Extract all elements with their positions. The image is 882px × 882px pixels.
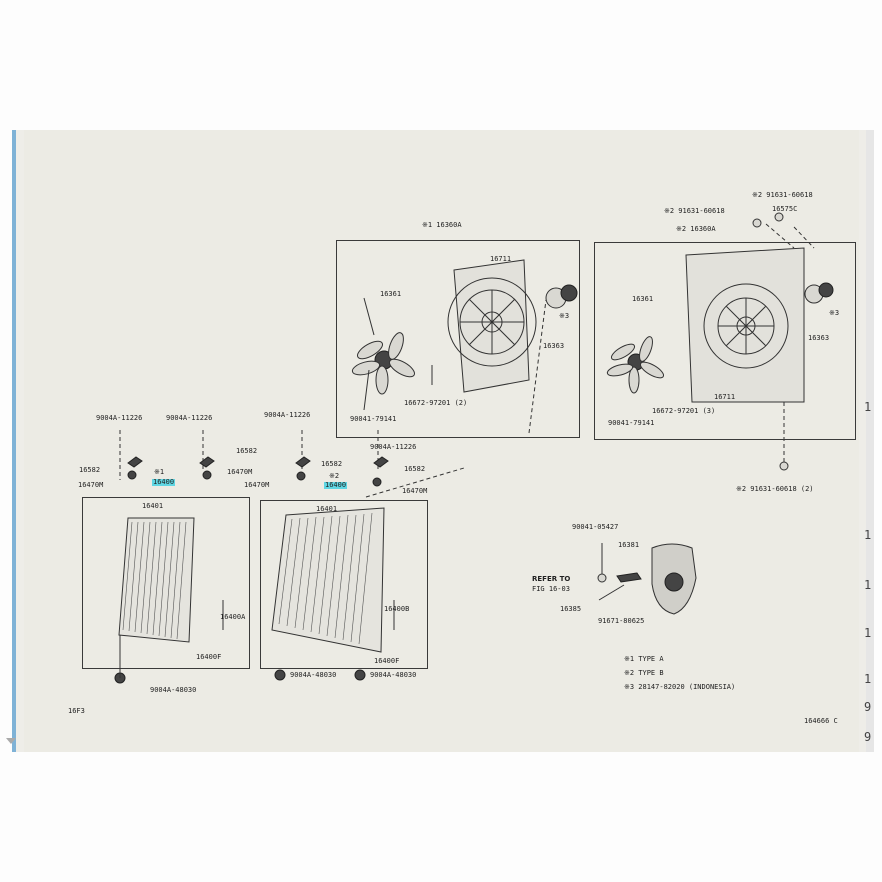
- rad-b-cock-label: 16400F: [374, 657, 400, 665]
- edge-char: 1: [864, 672, 872, 686]
- refer-fig-label: FIG 16-03: [532, 585, 570, 593]
- radiator-a-drawing: [114, 430, 224, 684]
- rad-a-cushion2-label: 16470M: [227, 468, 253, 476]
- fan-a-motor-label: 16363: [543, 342, 565, 350]
- edge-char: 1: [864, 528, 872, 542]
- radiator-b-drawing: [271, 430, 395, 681]
- page-code: 16F3: [68, 707, 85, 715]
- edge-char: 9: [864, 730, 872, 744]
- legend-motor-note: ※3 28147-82020 (INDONESIA): [624, 683, 736, 691]
- collapse-arrow-icon[interactable]: [6, 738, 16, 744]
- fan-assembly-b-box: [594, 242, 856, 440]
- reservoir-bolt-label: 90041-05427: [572, 523, 619, 531]
- radiator-b-box: [260, 500, 428, 669]
- rad-b-bolt2-label: 9004A-11226: [370, 443, 417, 451]
- fan-b-note-top: ※2 91631-60618: [752, 191, 813, 199]
- rad-b-bottom-bolt2-label: 9004A-48030: [370, 671, 417, 679]
- fan-b-motor-note: ※3: [829, 309, 840, 317]
- fan-assembly-a-box: [336, 240, 580, 438]
- edge-char: 1: [864, 626, 872, 640]
- photo-screen: ※1 16360A 16711 16361 ※3 16363 16672-972…: [12, 130, 874, 752]
- rad-a-bolt1-label: 9004A-11226: [96, 414, 143, 422]
- fan-assembly-a-drawing: [351, 259, 578, 498]
- rad-b-cushion1-label: 16470M: [244, 481, 270, 489]
- rad-b-bracket1-label: 16582: [321, 460, 343, 468]
- fan-a-blade-label: 16361: [380, 290, 402, 298]
- fan-b-assembly-label: ※2 16360A: [676, 225, 716, 233]
- legend-type-a: ※1 TYPE A: [624, 655, 664, 663]
- rad-b-bracket2-label: 16582: [404, 465, 426, 473]
- reservoir-hose-label: 16385: [560, 605, 582, 613]
- fan-a-shroud-label: 16711: [490, 255, 512, 263]
- rad-b-part-label: 16400: [324, 481, 348, 489]
- parts-diagram-sheet: ※1 16360A 16711 16361 ※3 16363 16672-972…: [24, 130, 859, 752]
- rad-b-cushion2-label: 16470M: [402, 487, 428, 495]
- rad-b-drain-label: 16400B: [384, 605, 410, 613]
- rad-b-cap-label: 16401: [316, 505, 338, 513]
- rad-a-part-label: 16400: [152, 478, 176, 486]
- fan-a-motor-note: ※3: [559, 312, 570, 320]
- rad-a-drain-label: 16400A: [220, 613, 246, 621]
- rad-a-bracket1-label: 16582: [79, 466, 101, 474]
- refer-to-label: REFER TO: [532, 575, 571, 583]
- rad-a-type-note: ※1: [154, 468, 165, 476]
- fan-b-shroud-label: 16711: [714, 393, 736, 401]
- fan-b-motor-label: 16363: [808, 334, 830, 342]
- fan-a-assembly-label: ※1 16360A: [422, 221, 462, 229]
- rad-a-cap-label: 16401: [142, 502, 164, 510]
- reservoir-clamp-label: 91671-80625: [598, 617, 645, 625]
- reservoir-tank-label: 16381: [618, 541, 640, 549]
- fan-b-bolt-label: 16672-97201 (3): [652, 407, 716, 415]
- edge-char: 1: [864, 400, 872, 414]
- side-column: [866, 130, 874, 752]
- rad-b-bolt1-label: 9004A-11226: [264, 411, 311, 419]
- rad-a-bolt2-label: 9004A-11226: [166, 414, 213, 422]
- rad-b-bottom-bolt1-label: 9004A-48030: [290, 671, 337, 679]
- figure-code: 164666 C: [804, 717, 838, 725]
- diagram-drawing: [114, 212, 834, 684]
- rad-a-cock-label: 16400F: [196, 653, 222, 661]
- edge-char: 9: [864, 700, 872, 714]
- fan-b-bottom-note: ※2 91631-60618 (2): [736, 485, 814, 493]
- fan-b-clip-label: 16575C: [772, 205, 798, 213]
- edge-char: 1: [864, 578, 872, 592]
- fan-b-nut-label: 90041-79141: [608, 419, 655, 427]
- fan-a-bolt-label: 16672-97201 (2): [404, 399, 468, 407]
- rad-a-bracket2-label: 16582: [236, 447, 258, 455]
- radiator-a-box: [82, 497, 250, 669]
- fan-a-nut-label: 90041-79141: [350, 415, 397, 423]
- reservoir-drawing: [597, 543, 697, 615]
- legend-type-b: ※2 TYPE B: [624, 669, 664, 677]
- fan-b-note-left: ※2 91631-60618: [664, 207, 725, 215]
- rad-a-cushion1-label: 16470M: [78, 481, 104, 489]
- fan-assembly-b-drawing: [606, 212, 834, 471]
- rad-b-type-note: ※2: [329, 472, 340, 480]
- rad-a-bottom-bolt-label: 9004A-48030: [150, 686, 197, 694]
- fan-b-blade-label: 16361: [632, 295, 654, 303]
